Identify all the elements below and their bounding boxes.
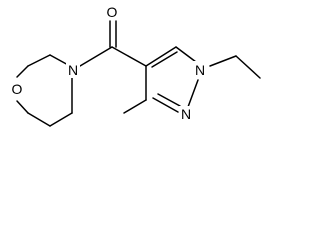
double-bond bbox=[157, 93, 181, 107]
atom-pyrazole-n2: N bbox=[179, 106, 193, 123]
atom-label: O bbox=[107, 4, 118, 20]
bond bbox=[145, 46, 177, 67]
double-bond bbox=[152, 97, 179, 113]
carbonyl-group bbox=[79, 20, 147, 67]
bond bbox=[209, 55, 237, 67]
bond bbox=[235, 55, 261, 79]
bond bbox=[187, 79, 199, 108]
methyl-bond bbox=[123, 99, 147, 114]
bond bbox=[79, 46, 113, 67]
atom-carbonyl-oxygen: O bbox=[105, 4, 119, 20]
atom-label: N bbox=[195, 62, 205, 78]
molecule-diagram: O N O N N bbox=[10, 4, 261, 127]
atom-pyrazole-n1: N bbox=[193, 61, 207, 79]
morpholine-ring bbox=[16, 54, 73, 127]
bond bbox=[27, 54, 51, 67]
double-bond bbox=[151, 51, 178, 68]
ethyl-group bbox=[209, 55, 261, 79]
atom-label: N bbox=[181, 106, 191, 122]
bond bbox=[16, 100, 29, 114]
atom-morpholine-oxygen: O bbox=[10, 78, 24, 100]
bond bbox=[49, 112, 73, 127]
atom-label: O bbox=[12, 81, 23, 97]
pyrazole-ring bbox=[145, 46, 199, 113]
structure-canvas: O N O N N bbox=[10, 4, 261, 127]
atom-label: N bbox=[68, 62, 78, 78]
bond bbox=[175, 46, 197, 63]
bond bbox=[27, 112, 51, 127]
bond bbox=[16, 65, 29, 78]
atom-morpholine-nitrogen: N bbox=[66, 62, 80, 78]
bond bbox=[111, 46, 147, 67]
